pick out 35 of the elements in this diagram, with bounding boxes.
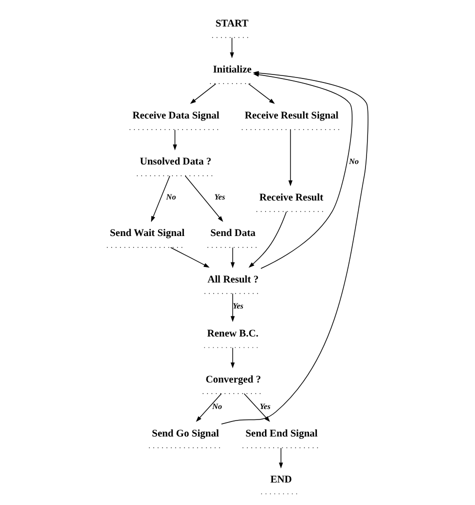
node-text: All Result ?: [207, 274, 259, 286]
edge-label: Yes: [214, 192, 226, 202]
node-text: START: [216, 18, 248, 30]
node-text: Receive Result: [259, 192, 324, 204]
arrow: [196, 393, 222, 422]
edge-label: No: [166, 192, 176, 202]
arrow: [151, 175, 170, 222]
node-text: Initialize: [212, 64, 252, 76]
node-text: Receive Result Signal: [244, 110, 338, 122]
arrow: [230, 37, 234, 58]
node-text: Receive Data Signal: [132, 110, 220, 122]
arrow: [184, 175, 224, 222]
edge-label: No: [348, 156, 359, 166]
arrow: [244, 393, 270, 422]
arrow: [230, 293, 235, 322]
edge-label: Yes: [260, 402, 270, 411]
node-text: Send End Signal: [245, 428, 318, 440]
node-text: Unsolved Data ?: [140, 156, 212, 168]
node-text: Renew B.C.: [207, 328, 258, 340]
arrow: [248, 211, 287, 268]
node-text: Send Go Signal: [152, 428, 219, 440]
edge-label: No: [212, 402, 222, 411]
arrow: [278, 448, 283, 468]
node-text: Send Data: [210, 228, 256, 240]
arrow: [170, 247, 210, 268]
node-text: Converged ?: [206, 374, 261, 386]
arrow: [172, 130, 177, 150]
arrow: [248, 83, 275, 104]
arrow: [190, 83, 216, 104]
node-text: Send Wait Signal: [110, 228, 185, 240]
node-text: END: [270, 474, 292, 486]
arrow: [288, 129, 293, 186]
arrow: [230, 347, 235, 368]
arrow: [230, 247, 235, 268]
edge-label: Yes: [232, 302, 244, 311]
